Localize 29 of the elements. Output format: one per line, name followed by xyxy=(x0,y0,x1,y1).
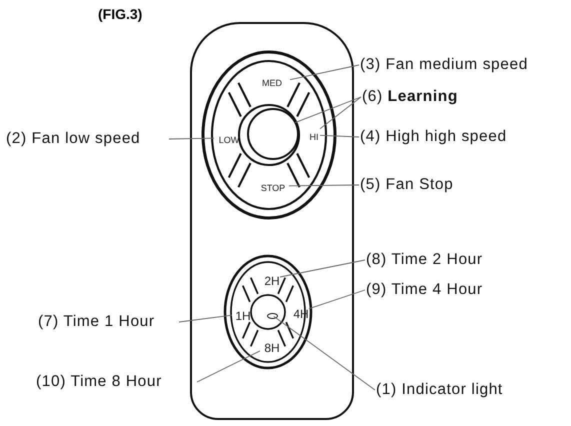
leader-line xyxy=(288,184,360,186)
leader-line xyxy=(280,260,366,278)
center-button xyxy=(247,108,299,160)
leader-line xyxy=(196,350,260,382)
leader-line xyxy=(320,96,362,130)
callout-label: (1) Indicator light xyxy=(376,379,556,401)
button-label: MED xyxy=(252,76,292,96)
leader-line xyxy=(273,316,376,390)
remote-body xyxy=(190,22,354,420)
leader-line xyxy=(294,96,362,124)
callout-label: (9) Time 4 Hour xyxy=(366,279,526,301)
button-label: 1H xyxy=(234,308,252,324)
callout-label: (6) Learning xyxy=(362,86,512,108)
callout-label: (5) Fan Stop xyxy=(360,174,510,196)
figure-title: (FIG.3) xyxy=(98,6,142,22)
callout-label: (3) Fan medium speed xyxy=(360,54,570,76)
button-label: HI xyxy=(306,130,322,144)
button-label: 2H xyxy=(262,273,282,289)
leader-line xyxy=(320,134,360,138)
callout-label: (4) High high speed xyxy=(360,126,570,148)
leader-line xyxy=(168,138,214,140)
button-label: 8H xyxy=(262,340,282,356)
callout-label: (7) Time 1 Hour xyxy=(38,311,178,333)
callout-label: (8) Time 2 Hour xyxy=(366,249,526,271)
leader-line xyxy=(178,314,232,322)
button-label: STOP xyxy=(255,181,291,195)
callout-label: (10) Time 8 Hour xyxy=(36,371,196,393)
indicator-light xyxy=(267,313,278,319)
callout-label: (2) Fan low speed xyxy=(6,128,168,150)
